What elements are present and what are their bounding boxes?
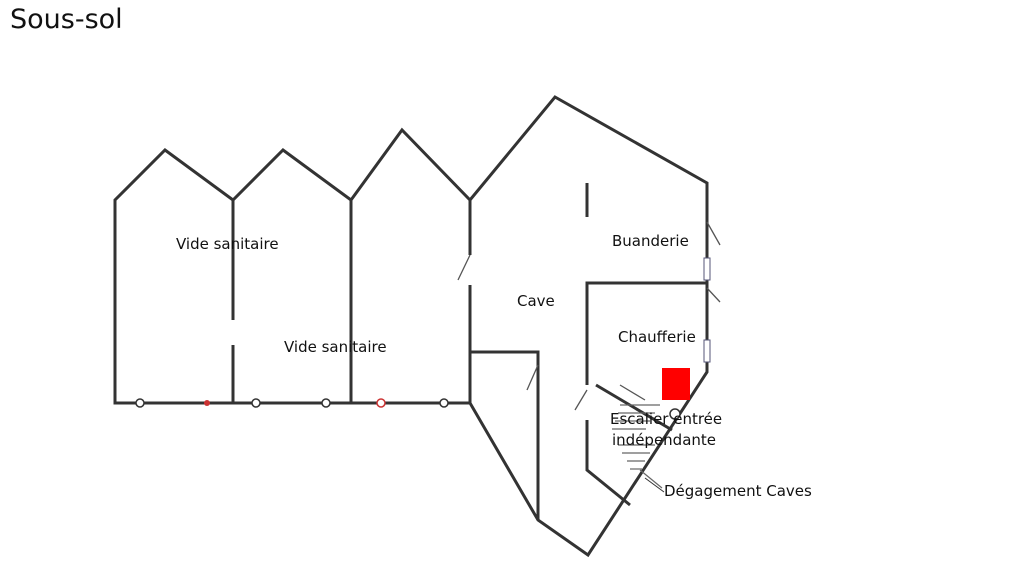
stairs <box>612 404 663 489</box>
door <box>706 221 721 246</box>
room-label-vide-sanitaire-1: Vide sanitaire <box>176 235 279 253</box>
outer-wall-left <box>113 95 709 558</box>
door <box>574 389 588 411</box>
room-label-escalier-2: indépendante <box>612 431 716 449</box>
wall-stair <box>595 383 673 432</box>
door <box>706 287 721 303</box>
walls <box>113 95 709 558</box>
room-label-escalier: Escalier entrée <box>610 410 722 428</box>
room-label-buanderie: Buanderie <box>612 232 689 250</box>
room-label-vide-sanitaire-2: Vide sanitaire <box>284 338 387 356</box>
vents <box>135 398 681 420</box>
door <box>619 384 646 401</box>
door <box>526 364 539 391</box>
door <box>457 254 471 281</box>
room-label-degagement: Dégagement Caves <box>664 482 812 500</box>
wall-degagement <box>585 420 631 507</box>
room-label-chaufferie: Chaufferie <box>618 328 696 346</box>
wall-cave <box>470 350 540 520</box>
page-title: Sous-sol <box>10 4 123 35</box>
windows <box>703 257 711 363</box>
room-label-cave: Cave <box>517 292 555 310</box>
doors <box>457 221 721 411</box>
leader-line <box>644 477 665 493</box>
boiler-marker <box>662 368 690 400</box>
wall-chaufferie <box>585 281 707 385</box>
